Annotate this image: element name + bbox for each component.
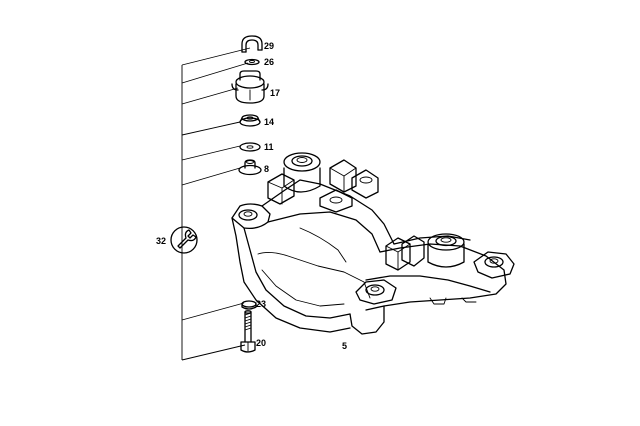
wrench-icon xyxy=(170,226,198,254)
flat-washer-part xyxy=(239,142,261,152)
callout-20: 20 xyxy=(256,338,266,348)
lower-washer-part xyxy=(241,300,257,310)
callout-32: 32 xyxy=(156,236,166,246)
leader-lines xyxy=(181,47,251,361)
rubber-mount-part xyxy=(231,70,269,104)
spacer-sleeve-part xyxy=(238,159,262,176)
callout-labels: 29 26 17 14 11 8 32 23 20 5 xyxy=(156,41,347,351)
retaining-clip-part xyxy=(241,35,263,53)
callout-5: 5 xyxy=(342,341,347,351)
callout-29: 29 xyxy=(264,41,274,51)
nut-part xyxy=(244,58,260,66)
bolt-part xyxy=(240,310,256,353)
callout-11: 11 xyxy=(264,142,274,152)
callout-26: 26 xyxy=(264,57,274,67)
washer-part xyxy=(239,114,261,127)
callout-23: 23 xyxy=(256,299,266,309)
axle-carrier-part xyxy=(231,152,515,335)
callout-17: 17 xyxy=(270,88,280,98)
callout-8: 8 xyxy=(264,164,269,174)
callout-14: 14 xyxy=(264,117,274,127)
